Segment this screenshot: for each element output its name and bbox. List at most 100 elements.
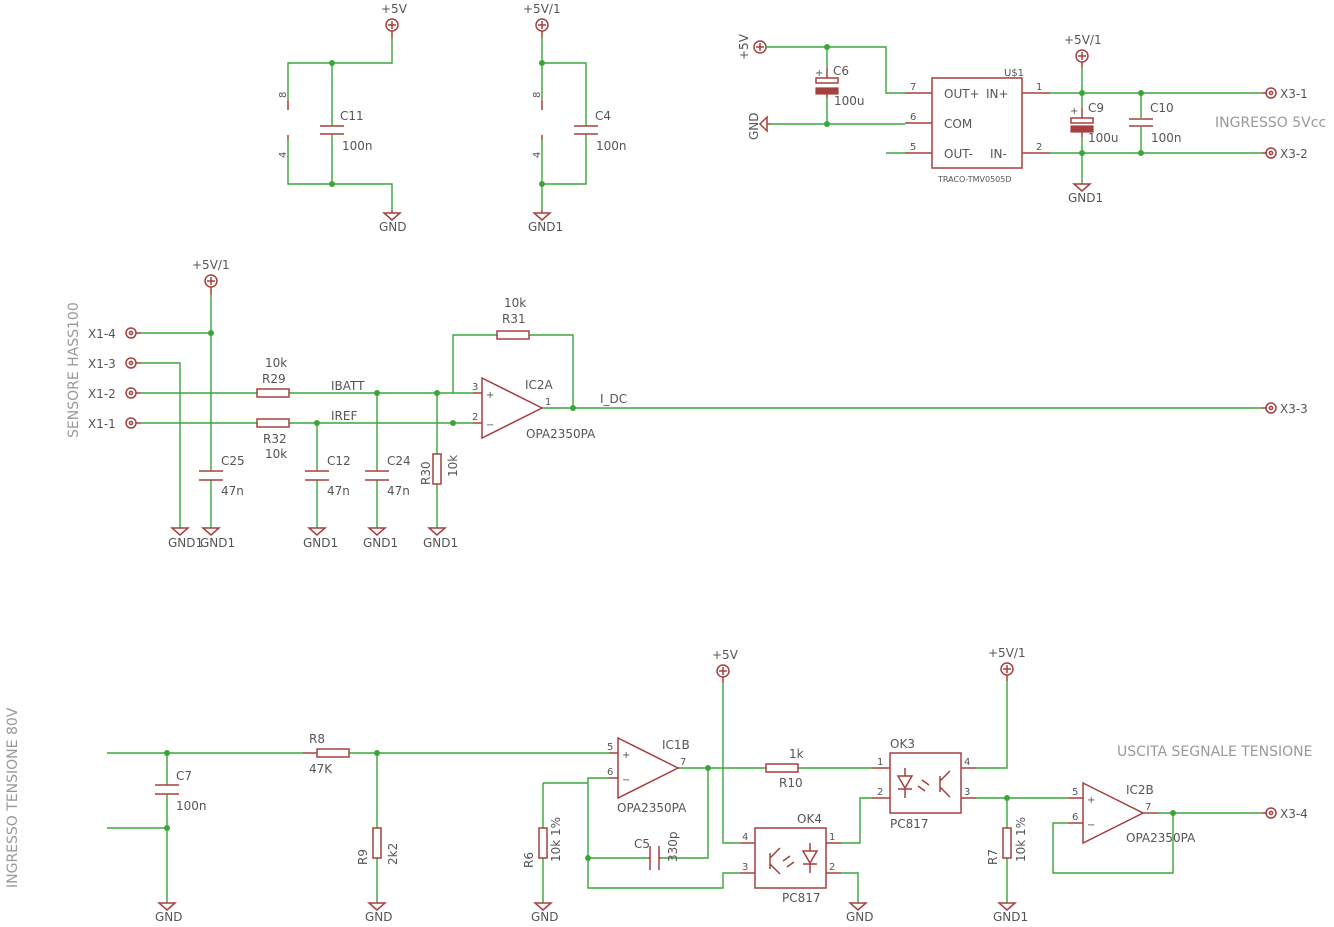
ground-symbol (157, 902, 177, 911)
ground-symbol (848, 902, 868, 911)
svg-text:10k 1%: 10k 1% (1014, 817, 1028, 862)
svg-text:COM: COM (944, 117, 972, 131)
svg-text:C4: C4 (595, 109, 611, 123)
svg-text:IC2B: IC2B (1126, 783, 1154, 797)
connector-x1-3: X1-3 (88, 357, 141, 371)
svg-text:10k: 10k (504, 296, 526, 310)
svg-text:5: 5 (910, 142, 916, 153)
svg-text:2k2: 2k2 (386, 843, 400, 865)
svg-text:GND: GND (747, 112, 761, 140)
ground-symbol (1072, 183, 1092, 192)
svg-text:X3-1: X3-1 (1280, 87, 1308, 101)
svg-text:2: 2 (472, 412, 478, 423)
svg-text:OPA2350PA: OPA2350PA (617, 801, 687, 815)
svg-text:C9: C9 (1088, 101, 1104, 115)
ground-symbol (997, 902, 1017, 911)
svg-text:+5V: +5V (737, 33, 751, 60)
svg-text:OUT-: OUT- (944, 147, 973, 161)
svg-text:−: − (622, 775, 630, 786)
svg-text:OPA2350PA: OPA2350PA (526, 427, 596, 441)
svg-text:GND: GND (531, 910, 559, 924)
svg-text:X1-3: X1-3 (88, 357, 116, 371)
svg-text:+: + (1070, 106, 1078, 117)
svg-text:−: − (486, 420, 494, 431)
vcc-symbol (1000, 662, 1014, 681)
svg-text:IC1B: IC1B (662, 738, 690, 752)
svg-text:100n: 100n (596, 139, 627, 153)
svg-text:R6: R6 (522, 852, 536, 868)
svg-text:4: 4 (742, 832, 748, 843)
svg-text:+5V/1: +5V/1 (1064, 33, 1102, 47)
vcc-symbol (753, 40, 767, 54)
svg-text:C12: C12 (327, 454, 351, 468)
svg-text:GND: GND (155, 910, 183, 924)
svg-text:PC817: PC817 (782, 891, 821, 905)
svg-text:GND1: GND1 (168, 536, 203, 550)
svg-text:+: + (815, 68, 823, 79)
svg-text:U$1: U$1 (1004, 68, 1024, 79)
svg-text:PC817: PC817 (890, 817, 929, 831)
svg-text:IC2A: IC2A (525, 378, 554, 392)
svg-text:330p: 330p (666, 831, 680, 862)
connector-x1-4: X1-4 (88, 327, 141, 341)
svg-text:1: 1 (1036, 82, 1042, 93)
opamp-ic2a: +− 3 2 1 IC2A OPA2350PA (472, 376, 596, 441)
connector-x1-2: X1-2 (88, 387, 141, 401)
vcc-symbol (385, 18, 399, 38)
supply-label: +5V (381, 2, 408, 16)
ground-symbol (367, 527, 387, 536)
dcdc-converter-block: +5V GND + C6 100u 7 6 5 1 2 OUT+ COM OUT… (737, 33, 1326, 205)
svg-text:6: 6 (607, 767, 613, 778)
svg-text:3: 3 (742, 862, 748, 873)
svg-text:TRACO-TMV0505D: TRACO-TMV0505D (937, 175, 1012, 184)
svg-text:SENSORE HASS100: SENSORE HASS100 (66, 302, 82, 438)
resistor-r32 (256, 418, 290, 428)
svg-text:6: 6 (910, 112, 916, 123)
svg-text:7: 7 (1145, 802, 1151, 813)
opamp-ic1b: +− 5 6 7 IC1B OPA2350PA (607, 736, 690, 815)
svg-text:OK4: OK4 (797, 812, 822, 826)
connector-x3-1: X3-1 (1262, 87, 1308, 101)
svg-text:GND1: GND1 (303, 536, 338, 550)
svg-text:IREF: IREF (331, 409, 357, 423)
svg-text:INGRESSO 5Vcc: INGRESSO 5Vcc (1215, 115, 1326, 131)
svg-text:C24: C24 (387, 454, 411, 468)
ground-symbol (367, 902, 387, 911)
vcc-symbol (535, 18, 549, 38)
svg-text:R29: R29 (262, 372, 286, 386)
ground-symbol (427, 527, 447, 536)
svg-text:X3-3: X3-3 (1280, 402, 1308, 416)
svg-text:R9: R9 (356, 849, 370, 865)
svg-text:IBATT: IBATT (331, 379, 365, 393)
svg-text:C5: C5 (634, 837, 650, 851)
resistor-r29 (256, 388, 290, 398)
svg-text:R31: R31 (502, 312, 526, 326)
ground-symbol (170, 527, 190, 536)
opamp-ic2b: +− 5 6 7 IC2B OPA2350PA (1068, 781, 1196, 845)
svg-text:X3-2: X3-2 (1280, 147, 1308, 161)
vcc-symbol (204, 274, 218, 295)
svg-text:4: 4 (278, 152, 289, 158)
svg-text:GND: GND (846, 910, 874, 924)
svg-text:X1-2: X1-2 (88, 387, 116, 401)
optocoupler-ok3: 1 2 4 3 OK3 PC817 (872, 737, 976, 831)
svg-text:GND1: GND1 (200, 536, 235, 550)
svg-text:USCITA SEGNALE TENSIONE: USCITA SEGNALE TENSIONE (1117, 744, 1312, 760)
svg-text:1k: 1k (789, 747, 804, 761)
svg-text:GND: GND (365, 910, 393, 924)
ground-symbol (201, 527, 221, 536)
svg-text:+5V/1: +5V/1 (192, 258, 230, 272)
connector-x3-2: X3-2 (1262, 147, 1308, 161)
svg-text:+5V: +5V (712, 648, 739, 662)
vcc-symbol (1075, 49, 1089, 68)
connector-x3-3: X3-3 (1262, 402, 1308, 416)
svg-text:1: 1 (877, 757, 883, 768)
svg-text:7: 7 (910, 82, 916, 93)
svg-text:6: 6 (1072, 812, 1078, 823)
svg-text:GND1: GND1 (423, 536, 458, 550)
svg-text:100n: 100n (176, 799, 207, 813)
svg-text:7: 7 (680, 757, 686, 768)
resistor-r30 (432, 453, 442, 485)
